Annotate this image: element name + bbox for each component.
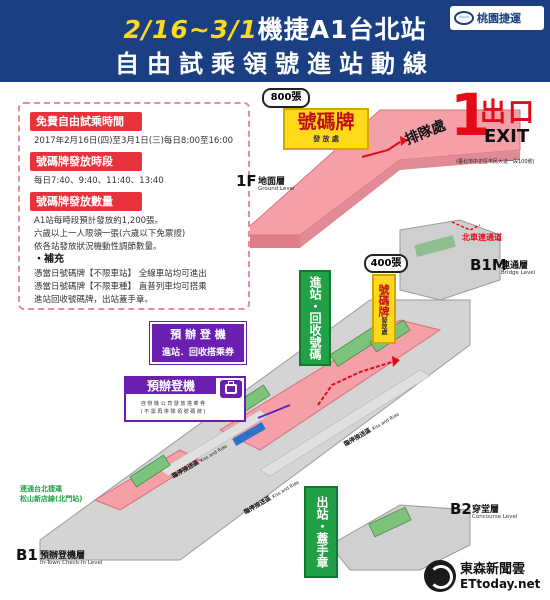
escalator-d [129, 454, 171, 488]
ticket-booth-1: 號碼牌 發 放 處 [283, 108, 369, 150]
level-1f-name: 地面層 [258, 177, 286, 187]
level-b1m-code: B1M [470, 256, 507, 274]
concourse-floor [329, 504, 471, 571]
bridge-escalator [414, 235, 456, 257]
checkin-entry-line2: 進站．回收搭乘券 [161, 348, 234, 358]
exit-stamp-box: 出站・蓋手章 [304, 486, 338, 578]
checkin-machine-line2: ( 不 需 再 排 隊 領 號 碼 牌 ) [140, 409, 206, 415]
level-b1-en: In-Town Check-In Level [40, 560, 103, 566]
ticket-booth-2: 號碼牌發放處 [372, 274, 396, 344]
info-supplement-1: 憑當日號碼牌【不限車站】 全線車站均可進出 [34, 269, 207, 279]
info-line-count-3: 依各站發放狀況機動性調節數量。 [34, 242, 162, 252]
exit-number: 1 [450, 81, 491, 149]
info-supplement-title: ・補充 [34, 254, 64, 265]
info-supplement-2: 憑當日號碼牌【不限車種】 直普列車均可搭乘 [34, 282, 207, 292]
info-panel: 免費自由試乘時間 2017年2月16日(四)至3月1日(三)每日8:00至16:… [18, 102, 250, 310]
info-line-ticket-time: 每日7:40、9:40、11:40、13:40 [34, 176, 164, 186]
exit-label-en: EXIT [484, 126, 530, 147]
checkin-gate [232, 422, 266, 446]
station-map [39, 109, 521, 571]
ticket-count-badge-2: 400張 [364, 254, 408, 273]
level-b2-en: Concourse Level [472, 514, 518, 520]
level-b2-name: 穿堂層 [472, 505, 500, 515]
mrt-connection-line2: 松山新店線(北門站) [20, 495, 83, 503]
ticket-booth-1-sub: 發 放 處 [313, 135, 339, 143]
bridge-level-floor [399, 219, 501, 301]
info-line-trial-time: 2017年2月16日(四)至3月1日(三)每日8:00至16:00 [34, 136, 234, 146]
ticket-booth-2-sub: 發放處 [380, 316, 387, 335]
checkin-machine-line1: 自 辦 機 公 司 發 放 搭 乘 券 [140, 401, 206, 407]
level-b1m-name: 連通層 [501, 261, 529, 271]
level-b1-name: 預辦登機層 [40, 551, 86, 561]
metro-logo-icon [454, 11, 474, 25]
info-tag-ticket-count: 號碼牌發放數量 [30, 192, 142, 211]
media-logo-icon [424, 560, 456, 592]
page-title: 2/16~3/1機捷A1台北站 [0, 10, 550, 46]
metro-logo-text: 桃園捷運 [477, 12, 521, 25]
checkin-machine-box: 預辦登機 自 辦 機 公 司 發 放 搭 乘 券 ( 不 需 再 排 隊 領 號… [124, 376, 246, 422]
entry-route [317, 361, 393, 406]
metro-logo: 桃園捷運 [450, 6, 544, 30]
checkin-entry-box: 預 辦 登 機 進站．回收搭乘券 [149, 321, 247, 365]
ticket-booth-1-title: 號碼牌 [297, 111, 355, 133]
level-1f-code: 1F [236, 172, 257, 190]
level-b1m-en: Bridge Level [501, 270, 536, 276]
info-tag-ticket-time: 號碼牌發放時段 [30, 152, 142, 171]
mrt-connection-line1: 連通台北捷運 [20, 485, 62, 493]
media-name-en: ETtoday.net [460, 576, 541, 591]
level-b2-code: B2 [450, 500, 472, 518]
queue-arrow [361, 141, 401, 158]
info-line-count-2: 六歲以上一人限領一張(六歲以下免票證) [34, 229, 186, 239]
info-line-count-1: A1站每時段預計發放約1,200張。 [34, 216, 164, 226]
level-b1-code: B1 [16, 546, 38, 564]
page-header: 2/16~3/1機捷A1台北站 自由試乘領號進站動線 桃園捷運 [0, 0, 550, 82]
exit-address: (臺北市中正區市民大道一段100號) [456, 159, 535, 165]
title-date: 2/16~3/1 [123, 15, 258, 44]
north-passage-label: 北車連通道 [462, 233, 502, 242]
info-supplement-3: 進站回收號碼牌，出站蓋手章。 [34, 295, 154, 305]
media-name-cn: 東森新聞雲 [460, 561, 526, 577]
media-watermark: 東森新聞雲 ETtoday.net [424, 556, 548, 596]
luggage-icon [220, 380, 242, 398]
page-subtitle: 自由試乘領號進站動線 [115, 50, 435, 78]
entry-box: 進站・回收號碼牌 [280, 270, 331, 366]
title-station: 機捷A1台北站 [257, 15, 427, 44]
checkin-entry-line1: 預 辦 登 機 [170, 328, 226, 341]
exit-label-cn: 出口 [480, 98, 537, 128]
ticket-count-badge-1: 800張 [262, 88, 310, 108]
info-tag-trial-time: 免費自由試乘時間 [30, 112, 142, 131]
level-1f-en: Ground Level [258, 186, 295, 192]
checkin-machine-title: 預辦登機 [126, 378, 216, 394]
ticket-booth-2-title: 號碼牌 [377, 283, 390, 317]
